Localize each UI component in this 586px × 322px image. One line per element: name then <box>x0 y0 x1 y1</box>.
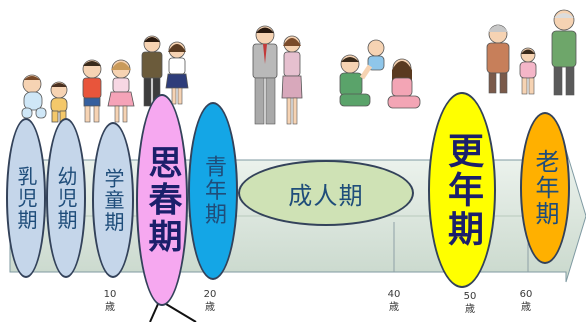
oval-toddler: 幼児期 <box>46 118 86 278</box>
label-youth: 青年期 <box>201 155 226 227</box>
label-elderly: 老年期 <box>531 149 559 227</box>
baby-illustration <box>16 72 56 124</box>
toddler-illustration <box>46 80 72 124</box>
schoolgirl-illustration <box>106 58 136 124</box>
age-tick-40: 40 歳 <box>387 289 401 313</box>
age-tick-60: 60 歳 <box>519 289 533 313</box>
mother-illustration <box>384 56 424 112</box>
oval-school-age: 学童期 <box>92 122 134 278</box>
teen-girl-illustration <box>164 40 190 106</box>
label-infant: 乳児期 <box>14 165 38 231</box>
oval-infant: 乳児期 <box>6 118 46 278</box>
teen-boy-illustration <box>138 34 166 108</box>
oval-elderly: 老年期 <box>520 112 570 264</box>
label-school-age: 学童期 <box>101 167 125 233</box>
label-adulthood: 成人期 <box>288 181 364 210</box>
oval-youth: 青年期 <box>188 102 238 280</box>
young-man-illustration <box>250 24 280 128</box>
age-tick-50: 50 歳 <box>463 291 477 315</box>
age-tick-20: 20 歳 <box>203 289 217 313</box>
grandchild-illustration <box>516 46 540 96</box>
young-woman-illustration <box>280 34 304 126</box>
label-toddler: 幼児期 <box>54 165 78 231</box>
grandmother-illustration <box>482 22 514 96</box>
schoolboy-illustration <box>78 58 106 124</box>
label-puberty: 思春期 <box>142 144 182 256</box>
age-tick-10: 10 歳 <box>103 289 117 313</box>
oval-menopause: 更年期 <box>428 92 496 288</box>
oval-puberty: 思春期 <box>136 94 188 306</box>
oval-adulthood: 成人期 <box>238 160 414 226</box>
father-with-child-illustration <box>336 38 392 110</box>
label-menopause: 更年期 <box>442 131 483 249</box>
grandfather-illustration <box>546 6 582 98</box>
